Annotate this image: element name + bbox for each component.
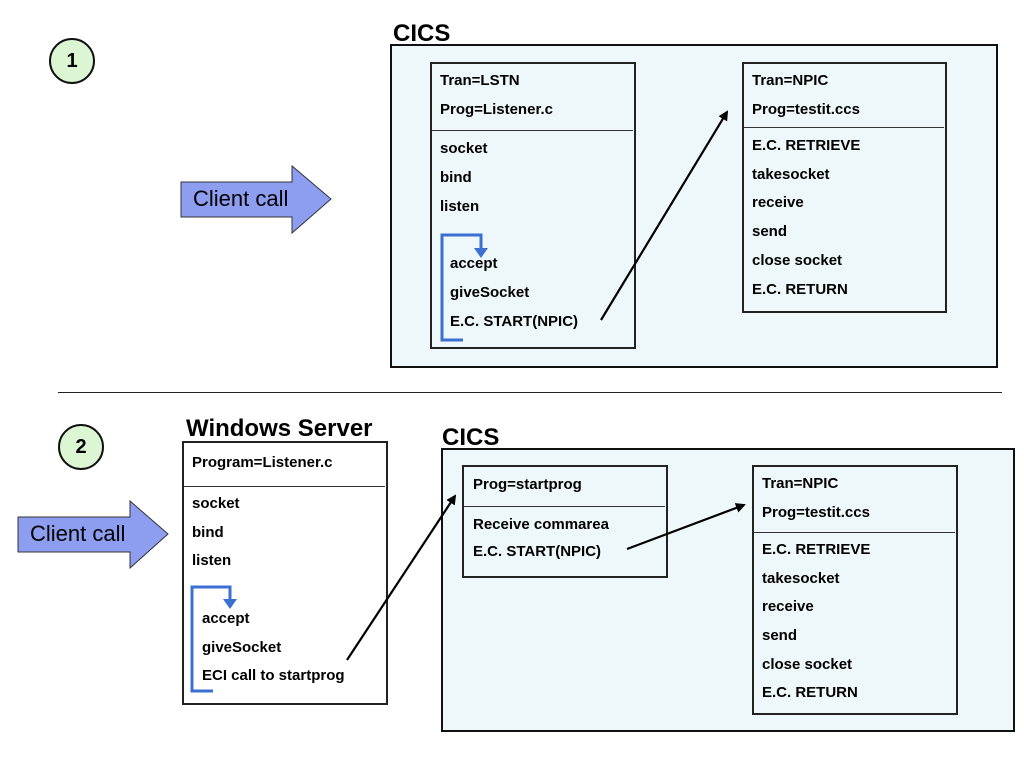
- step1-takesocket: takesocket: [752, 166, 830, 183]
- step2-ec-retrieve: E.C. RETRIEVE: [762, 541, 871, 558]
- step1-ec-retrieve: E.C. RETRIEVE: [752, 137, 861, 154]
- step1-ec-return: E.C. RETURN: [752, 281, 848, 298]
- windows-server-header: [184, 443, 385, 487]
- tran-lstn-label: Tran=LSTN: [440, 72, 520, 89]
- step-2-badge: 2: [58, 424, 104, 470]
- receive-commarea: Receive commarea: [473, 516, 609, 533]
- step1-listen: listen: [440, 198, 480, 215]
- npic-box-1: [742, 62, 947, 313]
- step1-close-socket: close socket: [752, 252, 843, 269]
- step-1-badge: 1: [49, 38, 95, 84]
- step1-receive: receive: [752, 194, 804, 211]
- step1-socket: socket: [440, 140, 488, 157]
- cics-title-1: CICS: [393, 20, 451, 47]
- step2-givesocket: giveSocket: [202, 639, 282, 656]
- step2-close-socket: close socket: [762, 656, 853, 673]
- npic-box-1-header: [744, 64, 944, 128]
- step1-givesocket: giveSocket: [450, 284, 530, 301]
- step2-eci-call: ECI call to startprog: [202, 667, 345, 684]
- step1-send: send: [752, 223, 788, 240]
- step2-receive: receive: [762, 598, 814, 615]
- tran-npic-label-1: Tran=NPIC: [752, 72, 829, 89]
- step2-bind: bind: [192, 524, 224, 541]
- windows-server-title: Windows Server: [186, 415, 373, 442]
- step1-ec-start: E.C. START(NPIC): [450, 313, 579, 330]
- section-divider: [58, 392, 1002, 393]
- step-1-number: 1: [66, 49, 78, 72]
- startprog-box-header: [464, 467, 665, 507]
- npic-box-2-header: [754, 467, 955, 533]
- listener-box-1-header: [432, 64, 633, 131]
- npic-box-2: [752, 465, 958, 715]
- step2-socket: socket: [192, 495, 240, 512]
- step2-takesocket: takesocket: [762, 570, 840, 587]
- cics-title-2: CICS: [442, 424, 500, 451]
- step-2-number: 2: [75, 435, 87, 458]
- tran-npic-label-2: Tran=NPIC: [762, 475, 839, 492]
- step2-ec-return: E.C. RETURN: [762, 684, 858, 701]
- step2-accept: accept: [202, 610, 250, 627]
- prog-testit-label-2: Prog=testit.ccs: [762, 504, 870, 521]
- prog-listener-label: Prog=Listener.c: [440, 101, 553, 118]
- client-call-label-2: Client call: [30, 521, 126, 546]
- client-call-label-1: Client call: [193, 186, 289, 211]
- step1-bind: bind: [440, 169, 472, 186]
- step2-listen: listen: [192, 552, 232, 569]
- windows-server-box: [182, 441, 388, 705]
- step1-accept: accept: [450, 255, 498, 272]
- step2-ec-start: E.C. START(NPIC): [473, 543, 602, 560]
- prog-testit-label-1: Prog=testit.ccs: [752, 101, 860, 118]
- step2-send: send: [762, 627, 798, 644]
- prog-startprog-label: Prog=startprog: [473, 476, 582, 493]
- program-listener-label: Program=Listener.c: [192, 454, 333, 471]
